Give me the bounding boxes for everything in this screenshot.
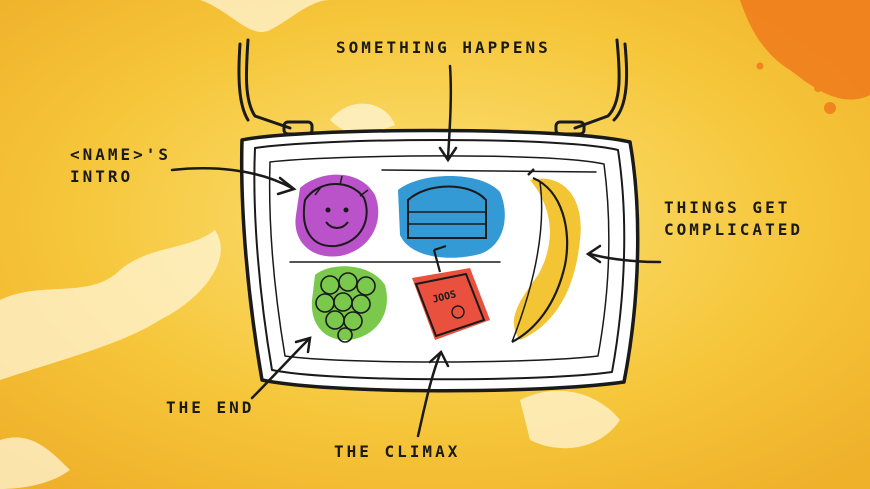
label-intro-line2: INTRO — [70, 166, 171, 188]
label-complicated-line2: COMPLICATED — [664, 219, 803, 241]
sandwich-icon — [398, 176, 505, 258]
label-something-happens: SOMETHING HAPPENS — [336, 37, 551, 59]
label-the-climax-text: THE CLIMAX — [334, 441, 460, 463]
label-the-climax: THE CLIMAX — [334, 441, 460, 463]
label-complicated-line1: THINGS GET — [664, 197, 803, 219]
label-the-end-text: THE END — [166, 397, 254, 419]
label-things-get-complicated: THINGS GET COMPLICATED — [664, 197, 803, 241]
label-the-end: THE END — [166, 397, 254, 419]
label-intro: <NAME>'s INTRO — [70, 144, 171, 188]
label-something-happens-text: SOMETHING HAPPENS — [336, 37, 551, 59]
label-intro-line1: <NAME>'s — [70, 144, 171, 166]
